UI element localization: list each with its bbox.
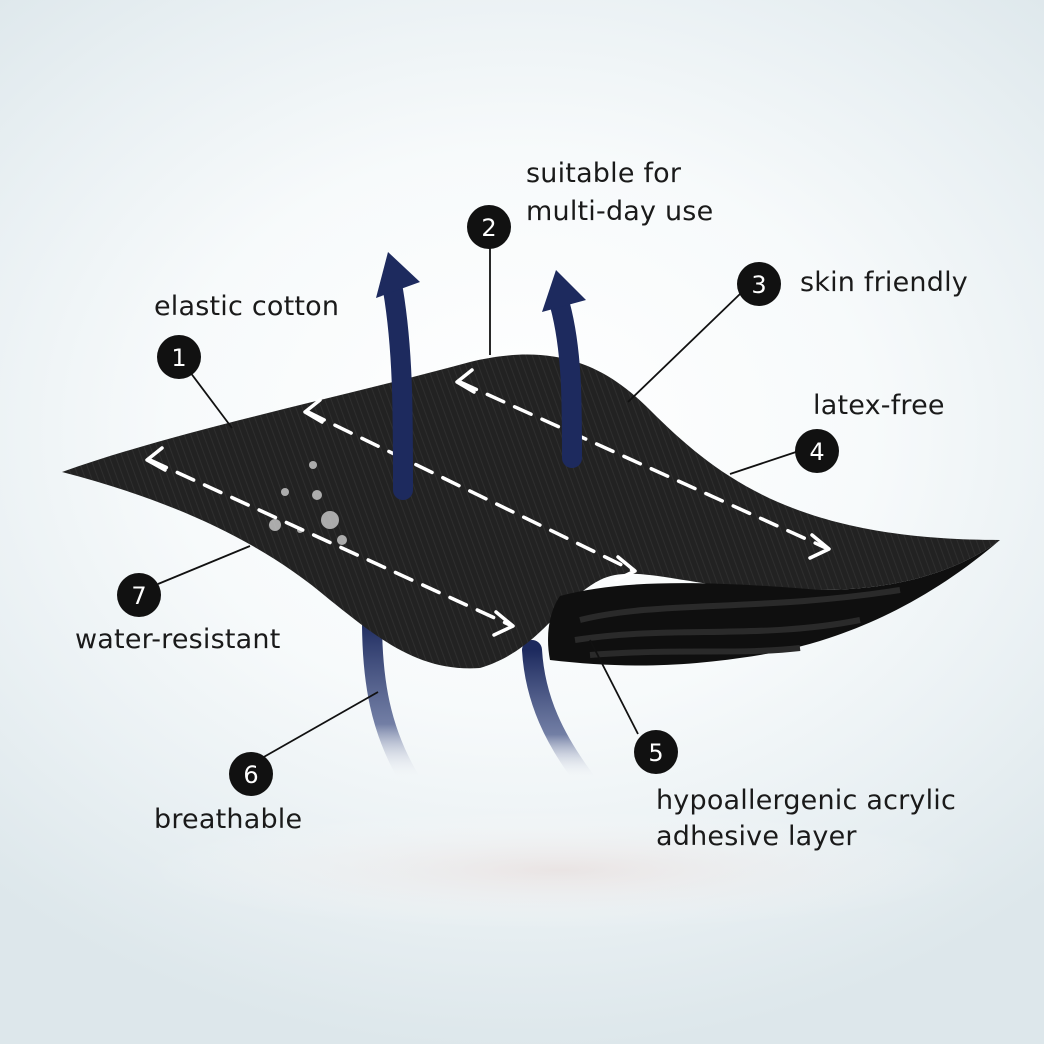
arrowhead-up-right [542, 270, 586, 312]
fabric-patch [62, 354, 1000, 669]
label-suitable-for: suitable for [526, 158, 682, 189]
badge-2: 2 [467, 205, 511, 249]
label-adhesive-layer: adhesive layer [656, 821, 857, 852]
svg-text:3: 3 [751, 271, 766, 299]
svg-text:4: 4 [809, 438, 824, 466]
svg-text:6: 6 [243, 761, 258, 789]
badge-7: 7 [117, 573, 161, 617]
label-hypoallergenic-acrylic: hypoallergenic acrylic [656, 785, 957, 816]
label-multi-day-use: multi-day use [526, 196, 714, 227]
label-water-resistant: water-resistant [75, 624, 281, 655]
label-breathable: breathable [154, 804, 303, 835]
floor-shadow [140, 810, 980, 930]
breathable-arrow-up-right [550, 295, 582, 468]
badge-4: 4 [795, 429, 839, 473]
leader-lines [157, 248, 797, 759]
badge-1: 1 [157, 335, 201, 379]
breathable-arrow-left [362, 610, 420, 790]
badge-3: 3 [737, 262, 781, 306]
adhesive-texture [574, 587, 901, 658]
badge-5: 5 [634, 730, 678, 774]
svg-text:2: 2 [481, 214, 496, 242]
label-elastic-cotton: elastic cotton [154, 291, 340, 322]
svg-text:5: 5 [648, 739, 663, 767]
stretch-arrowheads [145, 368, 831, 637]
breathable-arrow-right [522, 640, 595, 790]
breathable-arrow-up-left [383, 280, 413, 500]
label-skin-friendly: skin friendly [800, 267, 968, 298]
arrowhead-up-left [376, 252, 420, 298]
badge-6: 6 [229, 752, 273, 796]
svg-text:1: 1 [171, 344, 186, 372]
svg-text:7: 7 [131, 582, 146, 610]
stretch-arrows [148, 380, 828, 627]
label-latex-free: latex-free [813, 390, 945, 421]
